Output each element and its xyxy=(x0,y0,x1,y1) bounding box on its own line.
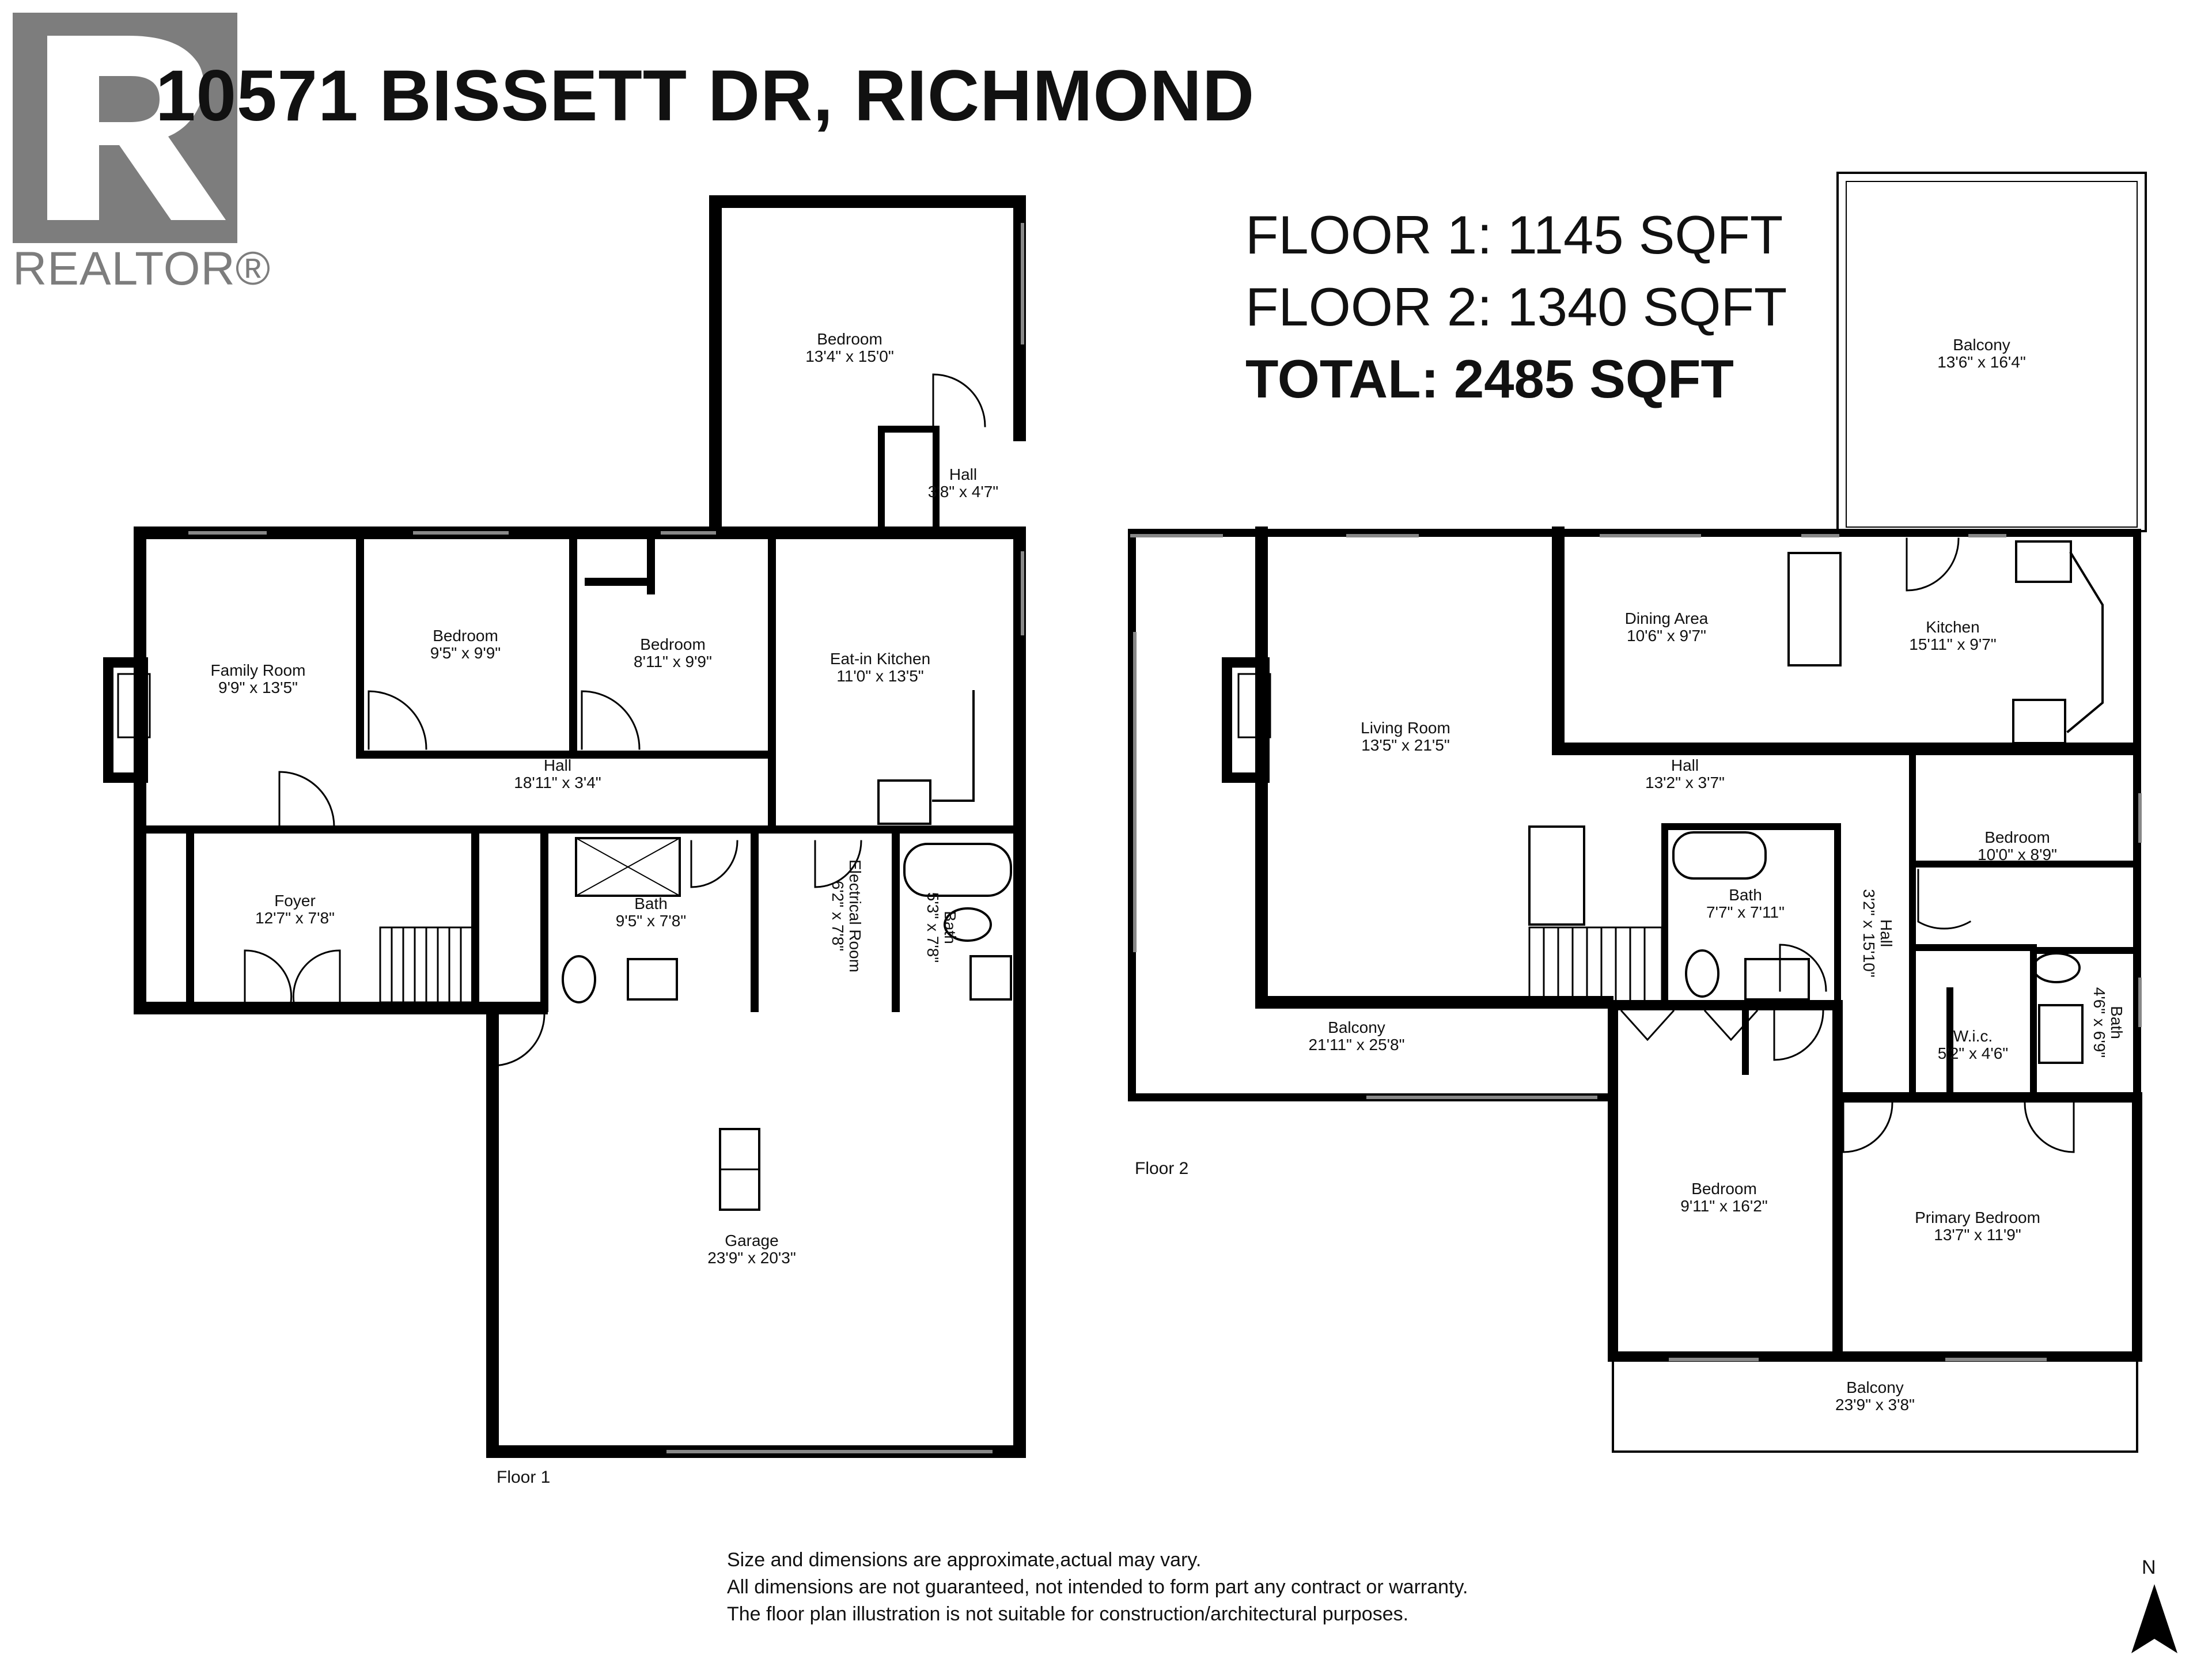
f2-tub xyxy=(1672,831,1767,880)
f1-sink-bath xyxy=(627,958,678,1001)
f1-garage-dims: 23'9" x 20'3" xyxy=(707,1249,796,1267)
f1-doors xyxy=(244,373,986,1067)
f2-kitchen-name: Kitchen xyxy=(1926,618,1979,636)
f2-vanity xyxy=(1744,958,1810,1001)
f1-bath-small-name: Bath xyxy=(941,911,959,944)
f1-shower xyxy=(575,837,681,897)
f1-stove xyxy=(877,779,931,825)
f2-bedroom-b-dims: 9'11" x 16'2" xyxy=(1680,1197,1767,1215)
f1-fireplace xyxy=(103,657,148,783)
f2-island xyxy=(1787,552,1842,666)
floor1-area: FLOOR 1: 1145 SQFT xyxy=(1245,204,1783,265)
f1-kitchen-dims: 11'0" x 13'5" xyxy=(836,667,923,685)
f2-hall-v-name: Hall xyxy=(1877,919,1895,947)
f2-living-name: Living Room xyxy=(1361,719,1450,737)
f2-dining-dims: 10'6" x 9'7" xyxy=(1627,627,1706,645)
f1-bath-small-dims: 5'3" x 7'8" xyxy=(924,892,942,963)
disclaimer-line-2: All dimensions are not guaranteed, not i… xyxy=(727,1576,1468,1598)
f2-wic-dims: 5'2" x 4'6" xyxy=(1938,1044,2008,1062)
f2-bath-small-name: Bath xyxy=(2108,1006,2126,1039)
floor1-label: Floor 1 xyxy=(497,1468,551,1487)
total-area: TOTAL: 2485 SQFT xyxy=(1245,349,1734,409)
f1-hall-small-walls xyxy=(878,426,940,536)
f2-stove xyxy=(2012,699,2066,744)
square-footage-summary: FLOOR 1: 1145 SQFT FLOOR 2: 1340 SQFT TO… xyxy=(1245,199,1787,415)
f2-balcony-top-dims: 13'6" x 16'4" xyxy=(1937,353,2026,371)
f1-outline xyxy=(134,527,1026,1014)
f1-bedroom-top-name: Bedroom xyxy=(817,330,882,348)
f1-hall-small-dims: 3'8" x 4'7" xyxy=(928,483,998,501)
f1-tub xyxy=(903,843,1012,897)
f2-bedroom-wing xyxy=(1608,1000,2142,1362)
f1-bedroom-b-name: Bedroom xyxy=(640,635,706,653)
floor2-label: Floor 2 xyxy=(1135,1159,1189,1178)
f2-kitchen-dims: 15'11" x 9'7" xyxy=(1909,635,1996,653)
f2-balcony-left-name: Balcony xyxy=(1328,1018,1385,1036)
f1-bedroom-top-walls xyxy=(709,195,1026,539)
f2-primary-name: Primary Bedroom xyxy=(1915,1209,2040,1226)
f2-wic-name: W.i.c. xyxy=(1953,1027,1993,1045)
realtor-brand-text: REALTOR® xyxy=(13,243,271,295)
f1-garage-name: Garage xyxy=(725,1232,778,1249)
f1-family-name: Family Room xyxy=(211,661,306,679)
f1-electrical-name: Electrical Room xyxy=(846,859,864,972)
disclaimer-line-1: Size and dimensions are approximate,actu… xyxy=(727,1549,1202,1571)
f2-doors xyxy=(1620,537,2075,1153)
f2-balcony-bottom-dims: 23'9" x 3'8" xyxy=(1835,1396,1915,1414)
f1-hall-name: Hall xyxy=(544,756,571,774)
f2-sink xyxy=(2015,540,2072,583)
disclaimer-line-3: The floor plan illustration is not suita… xyxy=(727,1603,1409,1625)
f2-bath-small-dims: 4'6" x 6'9" xyxy=(2090,987,2108,1058)
f1-garage-walls xyxy=(486,1002,1026,1458)
f2-balcony-bottom xyxy=(1612,1358,2138,1453)
f2-dining-name: Dining Area xyxy=(1625,609,1709,627)
north-arrow-icon xyxy=(2131,1584,2177,1653)
f2-bath-name: Bath xyxy=(1729,886,1762,904)
floor2-area: FLOOR 2: 1340 SQFT xyxy=(1245,276,1787,337)
f1-bedroom-a-dims: 9'5" x 9'9" xyxy=(430,644,501,662)
f1-electrical-dims: 6'2" x 7'8" xyxy=(829,881,847,951)
f2-balcony-top-name: Balcony xyxy=(1953,336,2010,354)
f2-hall-dims: 13'2" x 3'7" xyxy=(1645,774,1725,791)
f2-hall-name: Hall xyxy=(1671,756,1699,774)
f1-foyer-dims: 12'7" x 7'8" xyxy=(255,909,335,927)
f2-stairs xyxy=(1528,926,1663,1003)
f2-hall-v-dims: 3'2" x 15'10" xyxy=(1860,889,1878,978)
f1-hall-small-name: Hall xyxy=(949,465,977,483)
f1-bedroom-top-dims: 13'4" x 15'0" xyxy=(805,347,894,365)
f1-interior-walls xyxy=(136,529,1024,1012)
f2-primary-dims: 13'7" x 11'9" xyxy=(1934,1226,2021,1244)
f2-bath-dims: 7'7" x 7'11" xyxy=(1706,903,1785,921)
f1-bath-name: Bath xyxy=(634,895,668,912)
disclaimer: Size and dimensions are approximate,actu… xyxy=(727,1547,1468,1628)
f1-bath-dims: 9'5" x 7'8" xyxy=(616,912,686,930)
f2-living-dims: 13'5" x 21'5" xyxy=(1361,736,1450,754)
compass-label: N xyxy=(2142,1556,2156,1578)
f2-bedroom-r-dims: 10'0" x 8'9" xyxy=(1978,846,2057,863)
f2-interior-walls xyxy=(1661,745,2141,1101)
f1-stairs xyxy=(379,926,476,1003)
f2-windows xyxy=(1130,534,2142,1361)
f1-bedroom-a-name: Bedroom xyxy=(433,627,498,645)
f1-kitchen-name: Eat-in Kitchen xyxy=(830,650,930,668)
f1-bedroom-b-dims: 8'11" x 9'9" xyxy=(634,653,712,671)
f2-fireplace xyxy=(1222,657,1270,783)
realtor-logo-icon xyxy=(13,13,237,243)
f1-family-dims: 9'9" x 13'5" xyxy=(218,679,298,696)
f2-balcony-left-dims: 21'11" x 25'8" xyxy=(1308,1036,1404,1054)
f2-bedroom-b-name: Bedroom xyxy=(1691,1180,1757,1198)
f2-balcony-bottom-name: Balcony xyxy=(1846,1378,1904,1396)
f1-windows xyxy=(188,223,1024,1453)
f2-bedroom-r-name: Bedroom xyxy=(1984,828,2050,846)
f1-hall-dims: 18'11" x 3'4" xyxy=(514,774,601,791)
f1-foyer-name: Foyer xyxy=(274,892,316,910)
property-address: 10571 BISSETT DR, RICHMOND xyxy=(156,56,1255,136)
